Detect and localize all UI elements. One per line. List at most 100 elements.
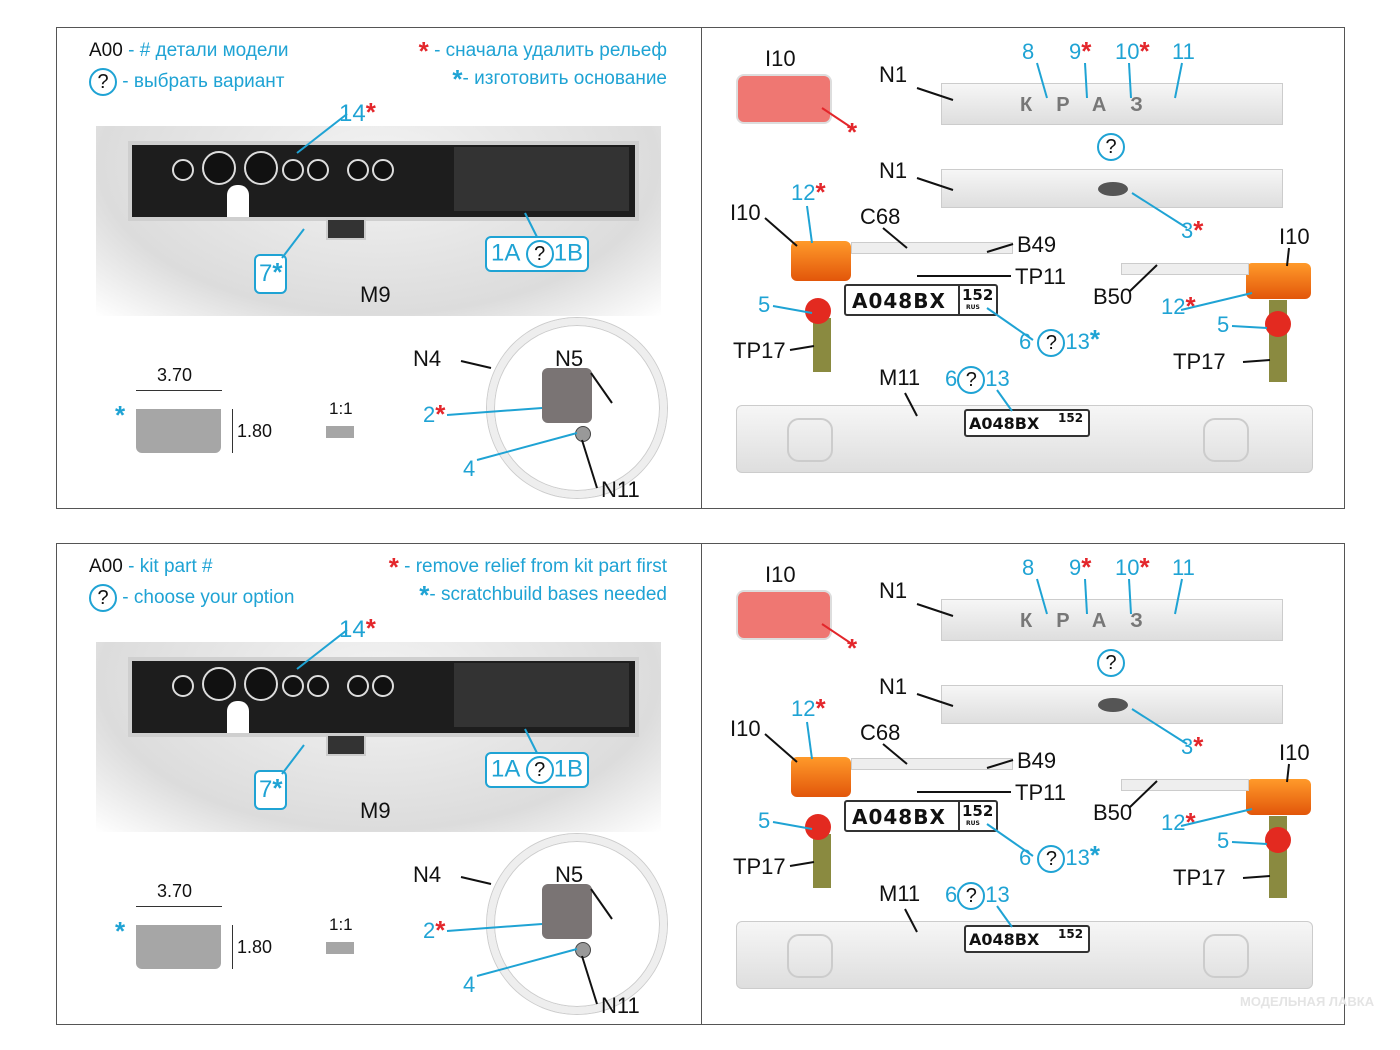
dashboard-image: [96, 642, 661, 832]
plate-country: RUS: [966, 304, 980, 311]
lamp-post: [813, 318, 831, 372]
callout-number: 10: [1115, 39, 1140, 64]
mount-rod: [1121, 779, 1249, 791]
callout-7: 7*: [254, 254, 288, 294]
horn-button: [575, 426, 591, 442]
part-label-b50: B50: [1093, 284, 1133, 309]
gauge-icon: [282, 159, 304, 181]
column-cutout: [227, 701, 249, 733]
callout-12: 12*: [1161, 293, 1196, 319]
blue-asterisk-icon: *: [272, 257, 283, 287]
callout-number: 2: [423, 402, 436, 427]
part-label-i10: I10: [765, 562, 796, 587]
instrument-panel: [128, 141, 639, 221]
dashboard-image: [96, 126, 661, 316]
legend-scratchbuild: *- scratchbuild bases needed: [419, 582, 667, 608]
license-plate: A048BX 152 RUS: [844, 284, 998, 316]
scale-label: 1:1: [329, 399, 353, 418]
callout-9: 9*: [1069, 554, 1091, 580]
red-asterisk-icon: *: [1185, 807, 1196, 837]
callout-11: 11: [1172, 555, 1195, 580]
callout-number: 6: [1019, 328, 1032, 354]
dimension-height: 1.80: [237, 937, 273, 957]
legend-remove-relief-text: - remove relief from kit part first: [404, 556, 667, 577]
legend-scratchbuild-text: - изготовить основание: [462, 68, 667, 89]
callout-number: 1A: [491, 755, 520, 783]
callout-number: 2: [423, 918, 436, 943]
lamp-post: [813, 834, 831, 888]
part-label-n5: N5: [555, 346, 584, 371]
dimension-line: [232, 925, 233, 969]
part-label-i10: I10: [730, 200, 761, 225]
plate-region: 152: [1058, 927, 1084, 941]
callout-14: 14*: [339, 99, 376, 126]
reflector: [1265, 827, 1291, 853]
emblem-bar: [941, 169, 1283, 208]
question-circle-icon: ?: [525, 240, 554, 268]
dimension-height: 1.80: [237, 421, 273, 441]
red-asterisk-icon: *: [365, 613, 376, 643]
red-asterisk-icon: *: [847, 117, 858, 147]
red-asterisk-icon: *: [388, 552, 399, 582]
callout-number: 6: [945, 365, 958, 391]
gauge-icon: [172, 159, 194, 181]
question-circle-icon: ?: [1037, 329, 1066, 357]
callout-3: 3*: [1181, 217, 1203, 243]
nameplate-bar: КРАЗ: [941, 599, 1283, 641]
part-label-n4: N4: [413, 346, 442, 371]
callout-12: 12*: [791, 695, 826, 721]
gauge-icon: [172, 675, 194, 697]
horn-pad: [542, 884, 592, 939]
legend-remove-relief: * - сначала удалить рельеф: [419, 38, 667, 64]
part-label-n11: N11: [601, 477, 640, 502]
horn-pad: [542, 368, 592, 423]
glovebox-lid: [454, 147, 629, 211]
plate-region: 152: [962, 802, 994, 820]
red-asterisk-icon: *: [1081, 36, 1092, 66]
letter: З: [1130, 610, 1167, 632]
callout-5: 5: [1217, 828, 1230, 853]
letter: К: [1020, 610, 1057, 632]
section-divider: [701, 28, 702, 508]
part-label-i10: I10: [765, 46, 796, 71]
instruction-section: A00 - # детали модели ? - выбрать вариан…: [56, 27, 1345, 509]
reflector: [1265, 311, 1291, 337]
marker-lamp: [791, 757, 851, 797]
switch-block: [326, 734, 366, 756]
callout-number: 12: [791, 180, 816, 205]
callout-number: 13: [985, 365, 1010, 391]
callout-number: 9: [1069, 39, 1082, 64]
section-divider: [701, 544, 702, 1024]
question-circle-icon: ?: [957, 366, 986, 394]
gauge-icon: [307, 675, 329, 697]
question-circle-icon: ?: [957, 882, 986, 910]
callout-5: 5: [758, 292, 771, 317]
red-asterisk-icon: *: [418, 36, 429, 66]
red-asterisk-icon: *: [435, 915, 446, 945]
scale-sample: [326, 426, 354, 438]
part-label-n4: N4: [413, 862, 442, 887]
nameplate-letters: КРАЗ: [1020, 94, 1167, 117]
bumper-recess: [1203, 934, 1249, 978]
question-circle-icon: ?: [1097, 133, 1125, 161]
part-label-tp11: TP11: [1015, 264, 1066, 289]
plate-region: 152: [962, 286, 994, 304]
license-plate: A048BX 152: [964, 409, 1090, 437]
legend-scratchbuild: *- изготовить основание: [452, 66, 667, 92]
question-circle-icon: ?: [525, 756, 554, 784]
blue-asterisk-icon: *: [452, 64, 463, 94]
letter: З: [1130, 94, 1167, 116]
callout-number: 14: [339, 616, 366, 643]
gauge-icon: [372, 159, 394, 181]
callout-14: 14*: [339, 615, 376, 643]
callout-number: 1B: [553, 239, 584, 267]
red-asterisk-icon: *: [1185, 291, 1196, 321]
callout-7: 7*: [254, 770, 288, 810]
callout-8: 8: [1022, 39, 1035, 64]
license-plate: A048BX 152 RUS: [844, 800, 998, 832]
legend-part-text: - kit part #: [128, 556, 213, 577]
part-code-example: A00: [89, 40, 123, 61]
plate-number: A048BX: [852, 289, 946, 313]
gauge-icon: [244, 151, 278, 185]
callout-number: 6: [945, 881, 958, 907]
